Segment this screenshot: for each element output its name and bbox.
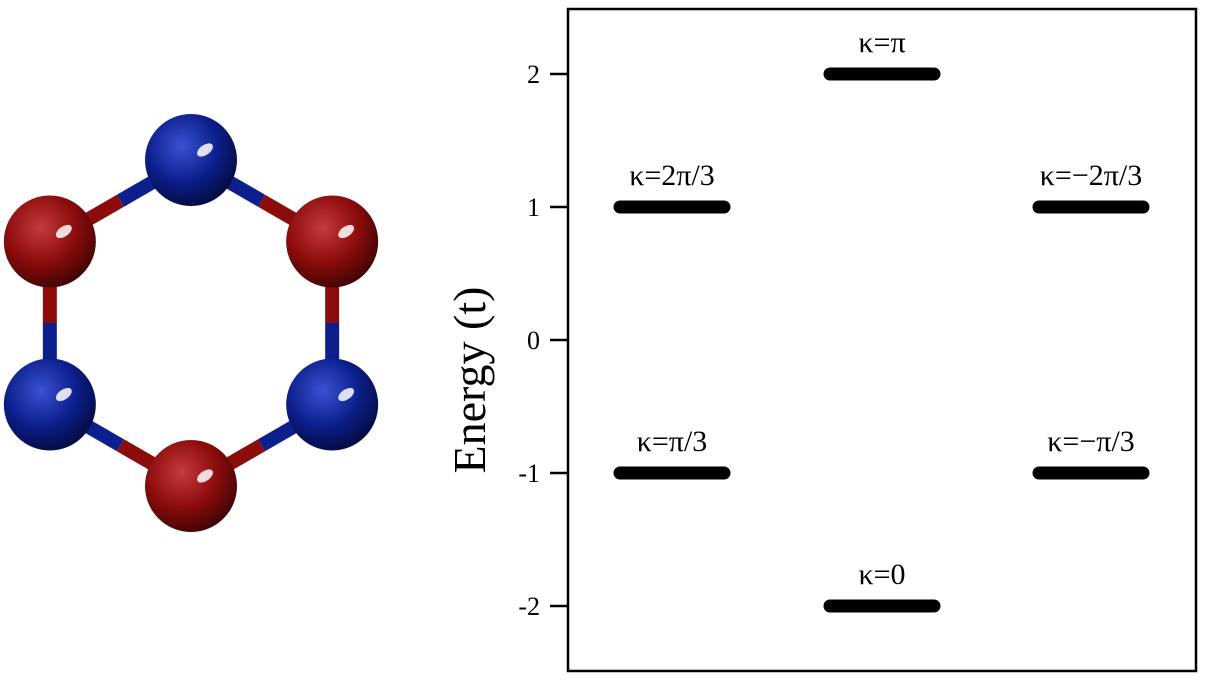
benzene-ring-molecule: [3, 114, 379, 532]
energy-level-label: κ=π/3: [637, 425, 708, 458]
blue-atom: [145, 114, 237, 206]
red-atom: [286, 195, 379, 288]
red-atom: [145, 440, 237, 532]
atom-highlight: [338, 387, 355, 402]
atom-highlight: [55, 224, 72, 239]
red-atom: [3, 195, 96, 288]
blue-atom: [3, 358, 96, 451]
y-tick-label: 2: [527, 60, 540, 89]
y-axis-tick-labels: 2 1 0 -1 -2: [518, 60, 540, 621]
energy-level-chart: 2 1 0 -1 -2 κ=π κ=2π/3 κ=−2π/3 κ=π/3 κ=−π/3 κ=0 E…: [444, 7, 1198, 673]
atom-sphere: [145, 114, 237, 206]
y-axis-title: Energy (t): [444, 287, 495, 474]
y-tick-label: -2: [518, 592, 540, 621]
atom-sphere: [3, 358, 96, 451]
energy-level-label: κ=−π/3: [1047, 425, 1134, 458]
atom-sphere: [286, 195, 379, 288]
y-axis-ticks: [550, 72, 568, 608]
atom-highlight: [338, 224, 355, 239]
energy-level-label: κ=0: [858, 558, 905, 591]
energy-level-label: κ=−2π/3: [1040, 159, 1142, 192]
bonds-group: [42, 153, 340, 493]
atoms-group: [3, 114, 379, 532]
energy-level-label: κ=2π/3: [629, 159, 715, 192]
y-tick-label: 0: [527, 326, 540, 355]
y-tick-label: 1: [527, 193, 540, 222]
atom-highlight: [197, 469, 213, 483]
atom-sphere: [145, 440, 237, 532]
y-tick-label: -1: [518, 459, 540, 488]
energy-levels: [613, 67, 1150, 613]
atom-highlight: [55, 387, 72, 402]
blue-atom: [286, 358, 379, 451]
energy-level-labels: κ=π κ=2π/3 κ=−2π/3 κ=π/3 κ=−π/3 κ=0: [629, 26, 1142, 591]
atom-sphere: [3, 195, 96, 288]
atom-highlight: [197, 143, 213, 157]
atom-sphere: [286, 358, 379, 451]
energy-level-label: κ=π: [858, 26, 905, 59]
